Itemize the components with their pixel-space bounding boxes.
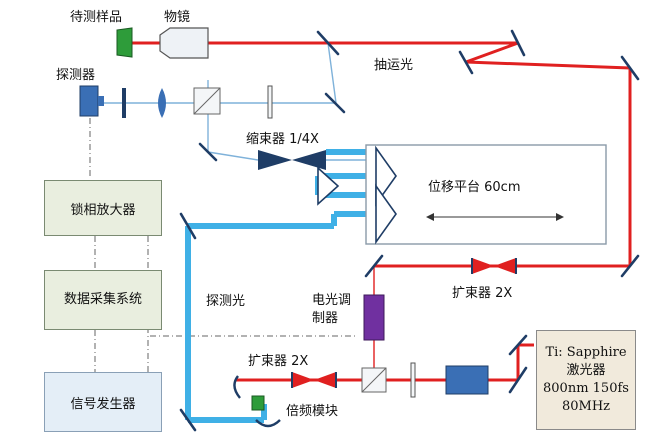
beam-splitter-icon	[193, 87, 221, 115]
eo-modulator-text: 电光调制器	[312, 293, 352, 326]
laser-line4: 80MHz	[561, 399, 611, 414]
probe-light-label: 探测光	[206, 294, 246, 309]
signal-gen-label: 信号发生器	[70, 396, 136, 412]
expander-bottom-label: 扩束器 2X	[248, 354, 309, 369]
mirror-icon	[179, 29, 640, 432]
daq-box: 数据采集系统	[44, 270, 162, 330]
delay-stage	[317, 144, 607, 245]
detector-label: 探测器	[56, 68, 96, 83]
waveplate-icon	[267, 85, 273, 119]
daq-label: 数据采集系统	[63, 292, 142, 307]
lockin-label: 锁相放大器	[70, 202, 136, 218]
sample-label: 待测样品	[70, 10, 123, 25]
isolator-icon	[445, 365, 489, 395]
pump-light-label: 抽运光	[374, 58, 414, 73]
lens-icon	[122, 88, 166, 118]
thin-beam-paths	[100, 42, 368, 161]
bottom-beam-splitter-icon	[361, 367, 387, 393]
doubler-crystal-icon	[251, 395, 265, 411]
objective-lens	[159, 27, 209, 59]
eo-modulator-label: 电光调制器	[312, 292, 358, 328]
expander-bottom-icon	[291, 372, 337, 388]
curved-mirror-icon	[233, 375, 281, 428]
eo-modulator-icon	[363, 294, 385, 341]
telescope-icon	[258, 150, 326, 170]
sample	[116, 27, 133, 58]
signal-generator-box: 信号发生器	[44, 372, 162, 432]
freq-doubler-label: 倍频模块	[286, 404, 339, 419]
detector-icon	[79, 85, 104, 117]
objective-label: 物镜	[164, 10, 191, 25]
bottom-waveplate-icon	[410, 362, 416, 398]
laser-line3: 800nm 150fs	[543, 381, 629, 396]
expander-right-icon	[471, 258, 517, 274]
lockin-amplifier-box: 锁相放大器	[44, 180, 162, 236]
expander-right-label: 扩束器 2X	[452, 286, 513, 301]
laser-box: Ti: Sapphire 激光器 800nm 150fs 80MHz	[536, 330, 636, 430]
laser-line1: Ti: Sapphire	[545, 345, 627, 360]
stage-label: 位移平台 60cm	[428, 180, 521, 195]
laser-line2: 激光器	[566, 363, 606, 378]
beam-reducer-label: 缩束器 1/4X	[246, 132, 319, 147]
